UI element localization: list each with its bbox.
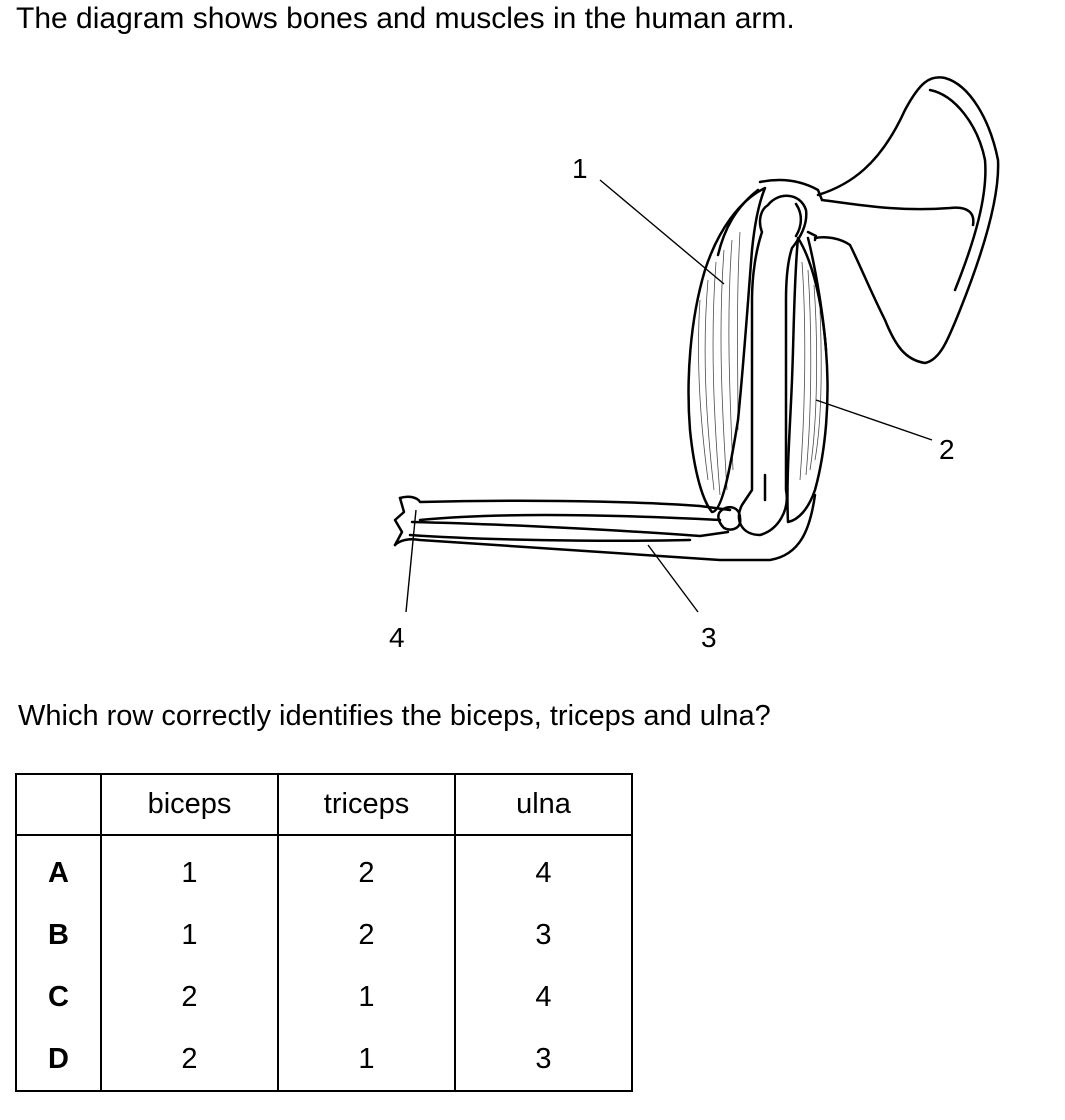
cell-biceps: 2 [100,1028,279,1092]
cell-ulna: 3 [454,904,633,966]
label-1: 1 [572,153,588,184]
table-row: A 1 2 4 [15,835,633,904]
table-row: B 1 2 3 [15,904,633,966]
arm-diagram: 1 2 3 4 [389,76,1000,653]
cell-triceps: 2 [277,904,456,966]
answer-table: biceps triceps ulna A 1 2 4 B 1 2 3 C 2 … [15,773,633,1092]
cell-triceps: 1 [277,1028,456,1092]
forearm-outline [393,493,817,562]
label-3: 3 [701,622,717,653]
leader-line-1 [599,179,725,285]
question-text: Which row correctly identifies the bicep… [18,700,771,732]
cell-biceps: 1 [100,904,279,966]
biceps-muscle [687,186,767,514]
row-key: B [15,904,102,966]
table-header-row: biceps triceps ulna [15,773,633,836]
radius-bone [398,495,732,512]
cell-biceps: 2 [100,966,279,1028]
label-2: 2 [939,434,955,465]
table-corner-cell [15,773,102,836]
table-row: D 2 1 3 [15,1028,633,1092]
row-key: A [15,835,102,904]
header-biceps: biceps [100,773,279,836]
leader-line-4 [405,509,417,613]
row-key: D [15,1028,102,1092]
ulna-bone [410,520,730,538]
intro-text: The diagram shows bones and muscles in t… [16,2,795,35]
leader-line-2 [815,399,933,441]
label-4: 4 [389,622,405,653]
cell-ulna: 4 [454,835,633,904]
humerus [737,194,808,537]
cell-ulna: 4 [454,966,633,1028]
header-triceps: triceps [277,773,456,836]
cell-triceps: 1 [277,966,456,1028]
leader-line-3 [647,544,699,613]
row-key: C [15,966,102,1028]
table-row: C 2 1 4 [15,966,633,1028]
cell-biceps: 1 [100,835,279,904]
cell-ulna: 3 [454,1028,633,1092]
header-ulna: ulna [454,773,633,836]
cell-triceps: 2 [277,835,456,904]
scapula [813,76,1000,365]
